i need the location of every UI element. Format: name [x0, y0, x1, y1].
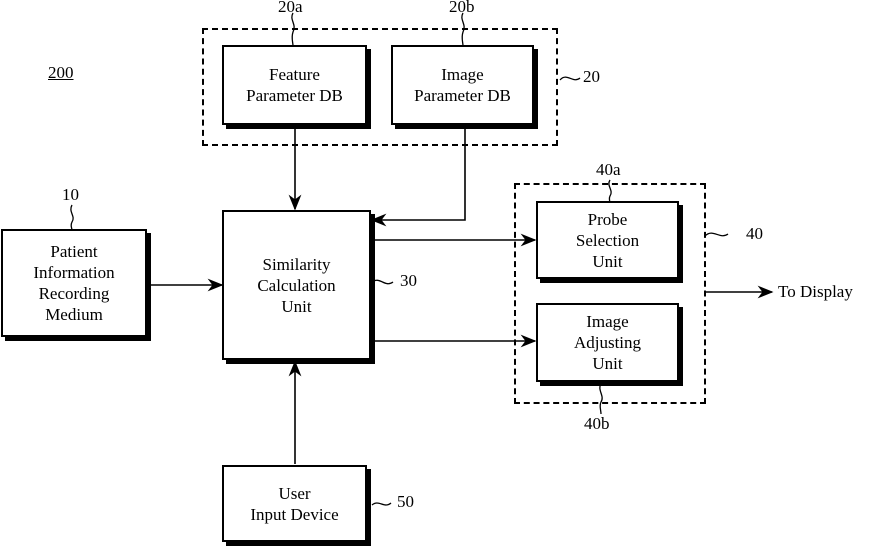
- adjust-line-1: Image: [574, 311, 641, 332]
- ref-40a: 40a: [596, 160, 621, 180]
- adjust-line-2: Adjusting: [574, 332, 641, 353]
- leader-20: [560, 77, 580, 80]
- to-display-label: To Display: [778, 282, 853, 302]
- group-output-ref: 40: [746, 224, 763, 244]
- image-adjusting-block: Image Adjusting Unit: [536, 303, 679, 382]
- user-input-line-1: User: [250, 483, 338, 504]
- feature-parameter-db-block: Feature Parameter DB: [222, 45, 367, 125]
- user-input-line-2: Input Device: [250, 504, 338, 525]
- ref-30: 30: [400, 271, 417, 291]
- ref-50: 50: [397, 492, 414, 512]
- patient-line-1: Patient: [33, 241, 114, 262]
- probe-line-2: Selection: [576, 230, 639, 251]
- similarity-line-3: Unit: [257, 296, 335, 317]
- probe-selection-block: Probe Selection Unit: [536, 201, 679, 279]
- leader-40: [705, 233, 728, 236]
- similarity-line-1: Similarity: [257, 254, 335, 275]
- image-parameter-db-block: Image Parameter DB: [391, 45, 534, 125]
- feature-db-line-2: Parameter DB: [246, 85, 343, 106]
- image-db-line-2: Parameter DB: [414, 85, 511, 106]
- user-input-device-block: User Input Device: [222, 465, 367, 542]
- figure-label: 200: [48, 63, 74, 83]
- patient-line-2: Information: [33, 262, 114, 283]
- probe-line-1: Probe: [576, 209, 639, 230]
- image-db-line-1: Image: [414, 64, 511, 85]
- probe-line-3: Unit: [576, 251, 639, 272]
- feature-db-line-1: Feature: [246, 64, 343, 85]
- patient-line-3: Recording: [33, 283, 114, 304]
- similarity-line-2: Calculation: [257, 275, 335, 296]
- ref-20a: 20a: [278, 0, 303, 17]
- ref-10: 10: [62, 185, 79, 205]
- ref-20b: 20b: [449, 0, 475, 17]
- leader-50: [372, 503, 391, 505]
- similarity-calculation-block: Similarity Calculation Unit: [222, 210, 371, 360]
- leader-10: [71, 205, 73, 230]
- patient-line-4: Medium: [33, 304, 114, 325]
- group-database-ref: 20: [583, 67, 600, 87]
- leader-30: [372, 280, 393, 283]
- ref-40b: 40b: [584, 414, 610, 434]
- patient-information-block: Patient Information Recording Medium: [1, 229, 147, 337]
- adjust-line-3: Unit: [574, 353, 641, 374]
